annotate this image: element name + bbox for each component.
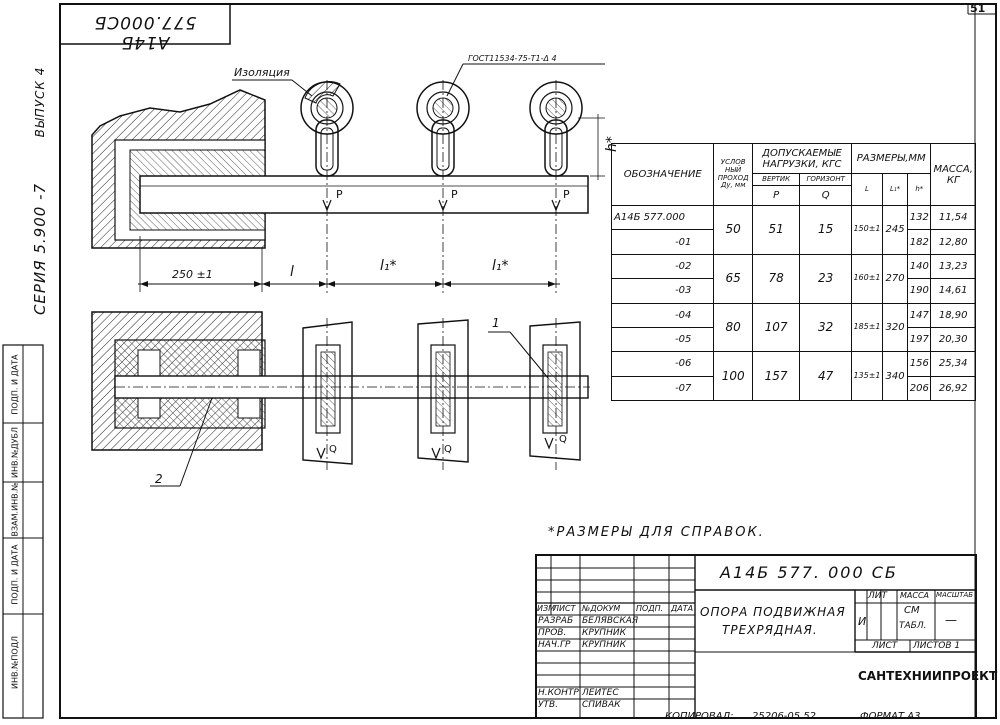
- spec-table: ОБОЗНАЧЕНИЕ УСЛОВ НЫЙ ПРОХОД Ду, мм ДОПУ…: [610, 143, 976, 402]
- th-gor: ГОРИЗОНТ: [799, 173, 853, 186]
- table-row: -06 100 157 47 135±1 340 156 25,34: [610, 351, 976, 401]
- th-lit: ЛИТ: [868, 591, 887, 601]
- table-row: А14Б 577.000 50 51 15 150±1 245 132 11,5…: [610, 204, 976, 255]
- name-nkontr: ЛЕЙТЕС: [582, 688, 619, 698]
- organization: САНТЕХНИИПРОЕКТ: [858, 669, 998, 683]
- table-row: -01 182 12,80: [610, 229, 976, 255]
- th-podp: ПОДП.: [636, 604, 664, 613]
- th-massa: МАССА: [900, 591, 930, 600]
- role-utv: УТВ.: [538, 700, 559, 710]
- name-nachgr: КРУПНИК: [582, 640, 626, 650]
- margin-podp-data-2: ПОДП. И ДАТА: [10, 354, 20, 415]
- th-h: h*: [907, 173, 932, 206]
- table-row: -07 206 26,92: [610, 375, 976, 402]
- name-razrab: БЕЛЯВСКАЯ: [582, 616, 639, 626]
- th-l1: L₁*: [881, 173, 909, 206]
- dim-l1-2: l₁*: [492, 258, 509, 274]
- dim-l: l: [290, 264, 294, 280]
- th-dopusk: ДОПУСКАЕМЫЕ НАГРУЗКИ, КГС: [751, 143, 853, 174]
- sheet-number: 51: [970, 2, 986, 15]
- top-stamp: А14Б 577.000СБ: [93, 12, 197, 52]
- th-izm: ИЗМ: [537, 604, 556, 613]
- th-ndokum: №ДОКУМ: [582, 604, 621, 613]
- reference-note: *РАЗМЕРЫ ДЛЯ СПРАВОК.: [548, 525, 765, 540]
- th-massa: МАССА, КГ: [930, 143, 976, 206]
- role-prov: ПРОВ.: [538, 628, 567, 638]
- role-nachgr: НАЧ.ГР: [538, 640, 571, 650]
- plan-clamp-3: [529, 321, 581, 461]
- th-masshtab: МАСШТАБ: [936, 591, 974, 599]
- title-line-1: ОПОРА ПОДВИЖНАЯ: [700, 605, 846, 619]
- masshtab-value: —: [945, 613, 957, 627]
- load-q-3: Q: [559, 434, 567, 445]
- title-line-2: ТРЕХРЯДНАЯ.: [722, 623, 818, 637]
- th-list: ЛИСТ: [553, 604, 576, 613]
- doc-number: А14Б 577. 000 СБ: [720, 563, 898, 582]
- margin-inv-dubl: ИНВ.№ДУБЛ: [10, 427, 20, 478]
- vypusk-label: ВЫПУСК 4: [33, 66, 47, 138]
- position-2: 2: [155, 472, 163, 486]
- copy-number: 25206-05 52: [752, 711, 817, 722]
- callout-gost: ГОСТ11534-75-Т1-Δ 4: [468, 54, 557, 63]
- th-designation: ОБОЗНАЧЕНИЕ: [610, 143, 715, 206]
- dim-l1-1: l₁*: [380, 258, 397, 274]
- table-row: -03 190 14,61: [610, 278, 976, 304]
- seriya-label: СЕРИЯ 5.900 -7: [31, 182, 49, 316]
- th-uslov: УСЛОВ НЫЙ ПРОХОД Ду, мм: [713, 143, 753, 206]
- load-p-2: P: [451, 188, 458, 201]
- listov-label: ЛИСТОВ 1: [913, 641, 961, 651]
- table-row: -02 65 78 23 160±1 270 140 13,23: [610, 253, 976, 304]
- title-block: [535, 554, 977, 719]
- role-nkontr: Н.КОНТР: [538, 688, 579, 698]
- table-row: -04 80 107 32 185±1 320 147 18,90: [610, 302, 976, 353]
- beam-front: [139, 175, 589, 214]
- th-p: P: [751, 185, 801, 206]
- name-utv: СПИВАК: [582, 700, 621, 710]
- role-razrab: РАЗРАБ: [538, 616, 574, 626]
- massa-value-2: ТАБЛ.: [899, 621, 927, 631]
- margin-inv-podl: ИНВ.№ПОДЛ: [10, 636, 20, 689]
- load-q-1: Q: [329, 444, 337, 455]
- sheet-frame: [59, 3, 997, 719]
- massa-value-1: СМ: [904, 605, 920, 616]
- list-label: ЛИСТ: [872, 641, 898, 651]
- th-razmery: РАЗМЕРЫ,ММ: [851, 143, 932, 174]
- load-p-1: P: [336, 188, 343, 201]
- th-data: ДАТА: [671, 604, 694, 613]
- position-1: 1: [492, 316, 500, 330]
- load-p-3: P: [563, 188, 570, 201]
- format-label: ФОРМАТ А3: [860, 711, 921, 722]
- name-prov: КРУПНИК: [582, 628, 626, 638]
- callout-izolyaciya: Изоляция: [234, 66, 290, 79]
- lit-value: И: [858, 615, 867, 628]
- th-l: L: [851, 173, 883, 206]
- load-q-2: Q: [444, 444, 452, 455]
- th-vert: ВЕРТИК: [751, 173, 801, 186]
- th-q: Q: [799, 185, 853, 206]
- plan-clamp-1: [302, 321, 353, 465]
- dim-250: 250 ±1: [172, 268, 213, 281]
- kopiroval-label: КОПИРОВАЛ:: [665, 711, 734, 722]
